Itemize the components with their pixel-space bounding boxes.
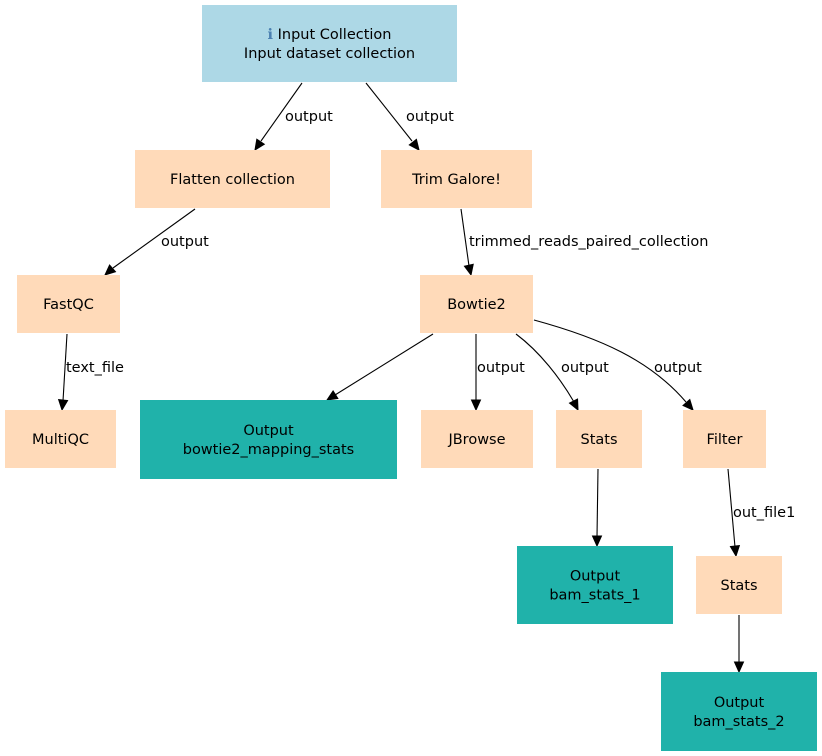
node-out-bam2[interactable]: Output bam_stats_2 [661,672,817,751]
edge-label: output [161,234,209,250]
arrowhead-icon [408,138,420,151]
arrowhead-icon [463,263,474,277]
node-title: Stats [580,432,617,448]
node-fastqc[interactable]: FastQC [17,275,120,333]
node-title: Filter [707,432,743,448]
node-title: Bowtie2 [447,297,506,313]
node-subtitle: bam_stats_1 [549,588,640,604]
node-title: Flatten collection [170,172,295,188]
arrowhead-icon [729,544,741,558]
edge-input-to-flatten: output [254,82,333,152]
edge-label: out_file1 [733,505,795,521]
node-box[interactable] [661,672,817,751]
edge-label: output [477,360,525,376]
node-subtitle: bowtie2_mapping_stats [183,442,355,458]
node-title: Output [714,695,765,711]
node-title: JBrowse [447,432,505,448]
edge-line [596,468,599,538]
node-box[interactable] [421,410,533,468]
node-box[interactable] [556,410,642,468]
node-title: Output [243,423,294,439]
arrowhead-icon [568,398,579,412]
edge-label: text_file [66,360,124,376]
node-box[interactable] [683,410,766,468]
edge-trim-to-bowtie2: trimmed_reads_paired_collection [460,208,708,277]
arrowhead-icon [57,398,69,412]
node-title: Stats [720,578,757,594]
edge-bowtie2-to-stats1: output [515,333,609,412]
edge-line [260,82,303,142]
edge-bowtie2-to-filter: output [533,319,702,411]
edge-line [62,333,68,402]
edge-flatten-to-fastqc: output [104,208,209,276]
arrowhead-icon [733,661,745,674]
edge-label: trimmed_reads_paired_collection [469,234,708,250]
edge-line [365,82,413,142]
edges-layer: output output output trimmed_reads_paired_c… [57,82,795,674]
edge-line [515,333,575,403]
node-box[interactable] [420,275,533,333]
node-box[interactable] [517,546,673,624]
edge-label: output [285,109,333,125]
edge-line [533,319,687,403]
edge-stats2-to-out_bam2 [733,615,745,674]
node-trim[interactable]: Trim Galore! [381,150,532,208]
node-title: Trim Galore! [411,172,501,188]
node-out-bam1[interactable]: Output bam_stats_1 [517,546,673,624]
arrowhead-icon [682,398,694,411]
node-title-text: Input Collection [278,27,392,43]
node-jbrowse[interactable]: JBrowse [421,410,533,468]
edge-line [727,468,736,548]
edge-bowtie2-to-out_mapping [325,333,434,401]
edge-filter-to-stats2: out_file1 [727,468,795,558]
edge-fastqc-to-multiqc: text_file [57,333,124,412]
node-box[interactable] [140,400,397,479]
node-multiqc[interactable]: MultiQC [5,410,116,468]
node-subtitle: bam_stats_2 [693,714,784,730]
node-title: MultiQC [32,432,89,448]
node-box[interactable] [696,556,782,614]
edge-label: output [406,109,454,125]
node-title: FastQC [43,297,94,313]
node-box[interactable] [17,275,120,333]
info-icon: ℹ [267,27,277,43]
edge-input-to-trim: output [365,82,454,151]
edge-label: output [654,360,702,376]
node-filter[interactable]: Filter [683,410,766,468]
arrowhead-icon [591,535,603,548]
edge-line [460,208,470,267]
arrowhead-icon [325,389,339,401]
node-box[interactable] [5,410,116,468]
node-box[interactable] [381,150,532,208]
edge-bowtie2-to-jbrowse: output [470,334,525,412]
arrowhead-icon [254,138,266,152]
node-bowtie2[interactable]: Bowtie2 [420,275,533,333]
edge-line [112,208,196,269]
node-flatten[interactable]: Flatten collection [135,150,330,208]
node-box[interactable] [135,150,330,208]
node-title: ℹ Input Collection [267,27,391,43]
node-out-mapping[interactable]: Output bowtie2_mapping_stats [140,400,397,479]
edge-label: output [561,360,609,376]
arrowhead-icon [104,264,117,276]
arrowhead-icon [470,399,482,412]
node-box[interactable] [202,5,457,82]
edge-line [334,333,434,396]
node-stats1[interactable]: Stats [556,410,642,468]
node-stats2[interactable]: Stats [696,556,782,614]
edge-stats1-to-out_bam1 [591,468,603,548]
node-subtitle: Input dataset collection [244,46,415,62]
node-title: Output [570,569,621,585]
